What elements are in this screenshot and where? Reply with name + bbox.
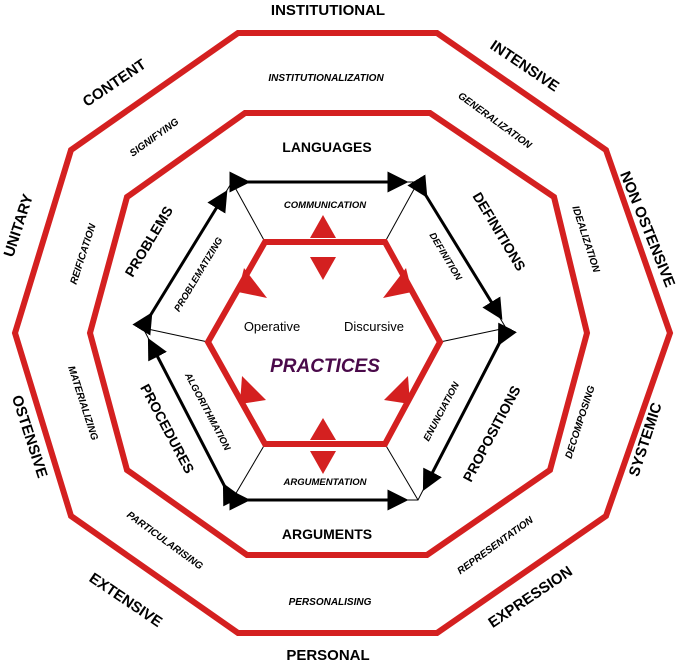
label-argumentation: ARGUMENTATION (282, 477, 367, 488)
label-procedures: PROCEDURES (137, 381, 198, 476)
label-algorithmation: ALGORITHMATION (182, 370, 233, 453)
label-discursive: Discursive (344, 319, 404, 334)
label-problematizing: PROBLEMATIZING (172, 235, 225, 314)
red-arrow-marks (238, 215, 412, 474)
object-arrows (132, 171, 517, 511)
label-propositions: PROPOSITIONS (460, 383, 524, 485)
red-arrow-bottom-down (310, 451, 336, 474)
label-reification: REIFICATION (69, 222, 99, 286)
label-operative: Operative (244, 319, 300, 334)
label-materializing: MATERIALIZING (65, 365, 100, 442)
label-practices: PRACTICES (270, 356, 380, 377)
center-labels: Operative Discursive PRACTICES (244, 319, 404, 377)
label-personal: PERSONAL (286, 647, 369, 664)
arrow-problems (132, 190, 228, 336)
label-signifying: SIGNIFYING (128, 116, 181, 159)
red-arrow-top (310, 215, 336, 238)
label-definitions: DEFINITIONS (470, 189, 529, 273)
label-communication: COMMUNICATION (284, 200, 367, 211)
label-institutionalization: INSTITUTIONALIZATION (268, 73, 384, 84)
label-institutional: INSTITUTIONAL (271, 2, 385, 19)
label-idealization: IDEALIZATION (569, 205, 601, 275)
label-expression: EXPRESSION (485, 563, 575, 632)
label-arguments: ARGUMENTS (282, 526, 372, 542)
middle-decagon (86, 110, 591, 558)
red-arrow-left-upper (238, 268, 267, 298)
label-enunciation: ENUNCIATION (422, 379, 463, 443)
label-unitary: UNITARY (1, 192, 37, 259)
label-generalization: GENERALIZATION (456, 91, 534, 152)
practices-hexagon (204, 239, 444, 447)
red-arrow-bottom (310, 418, 336, 440)
label-problems: PROBLEMS (121, 203, 176, 279)
label-personalising: PERSONALISING (289, 597, 372, 608)
red-arrow-top-down (310, 257, 336, 280)
outer-decagon (11, 30, 674, 636)
red-arrow-right-lower (384, 376, 410, 404)
label-intensive: INTENSIVE (487, 37, 562, 95)
red-arrow-right-upper (383, 268, 412, 298)
arrow-definitions (407, 174, 503, 320)
red-arrow-left-lower (240, 376, 266, 404)
arrow-propositions (422, 322, 517, 491)
arrow-procedures (147, 338, 242, 507)
label-languages: LANGUAGES (282, 139, 371, 155)
label-extensive: EXTENSIVE (86, 570, 165, 631)
label-definition: DEFINITION (427, 231, 465, 284)
